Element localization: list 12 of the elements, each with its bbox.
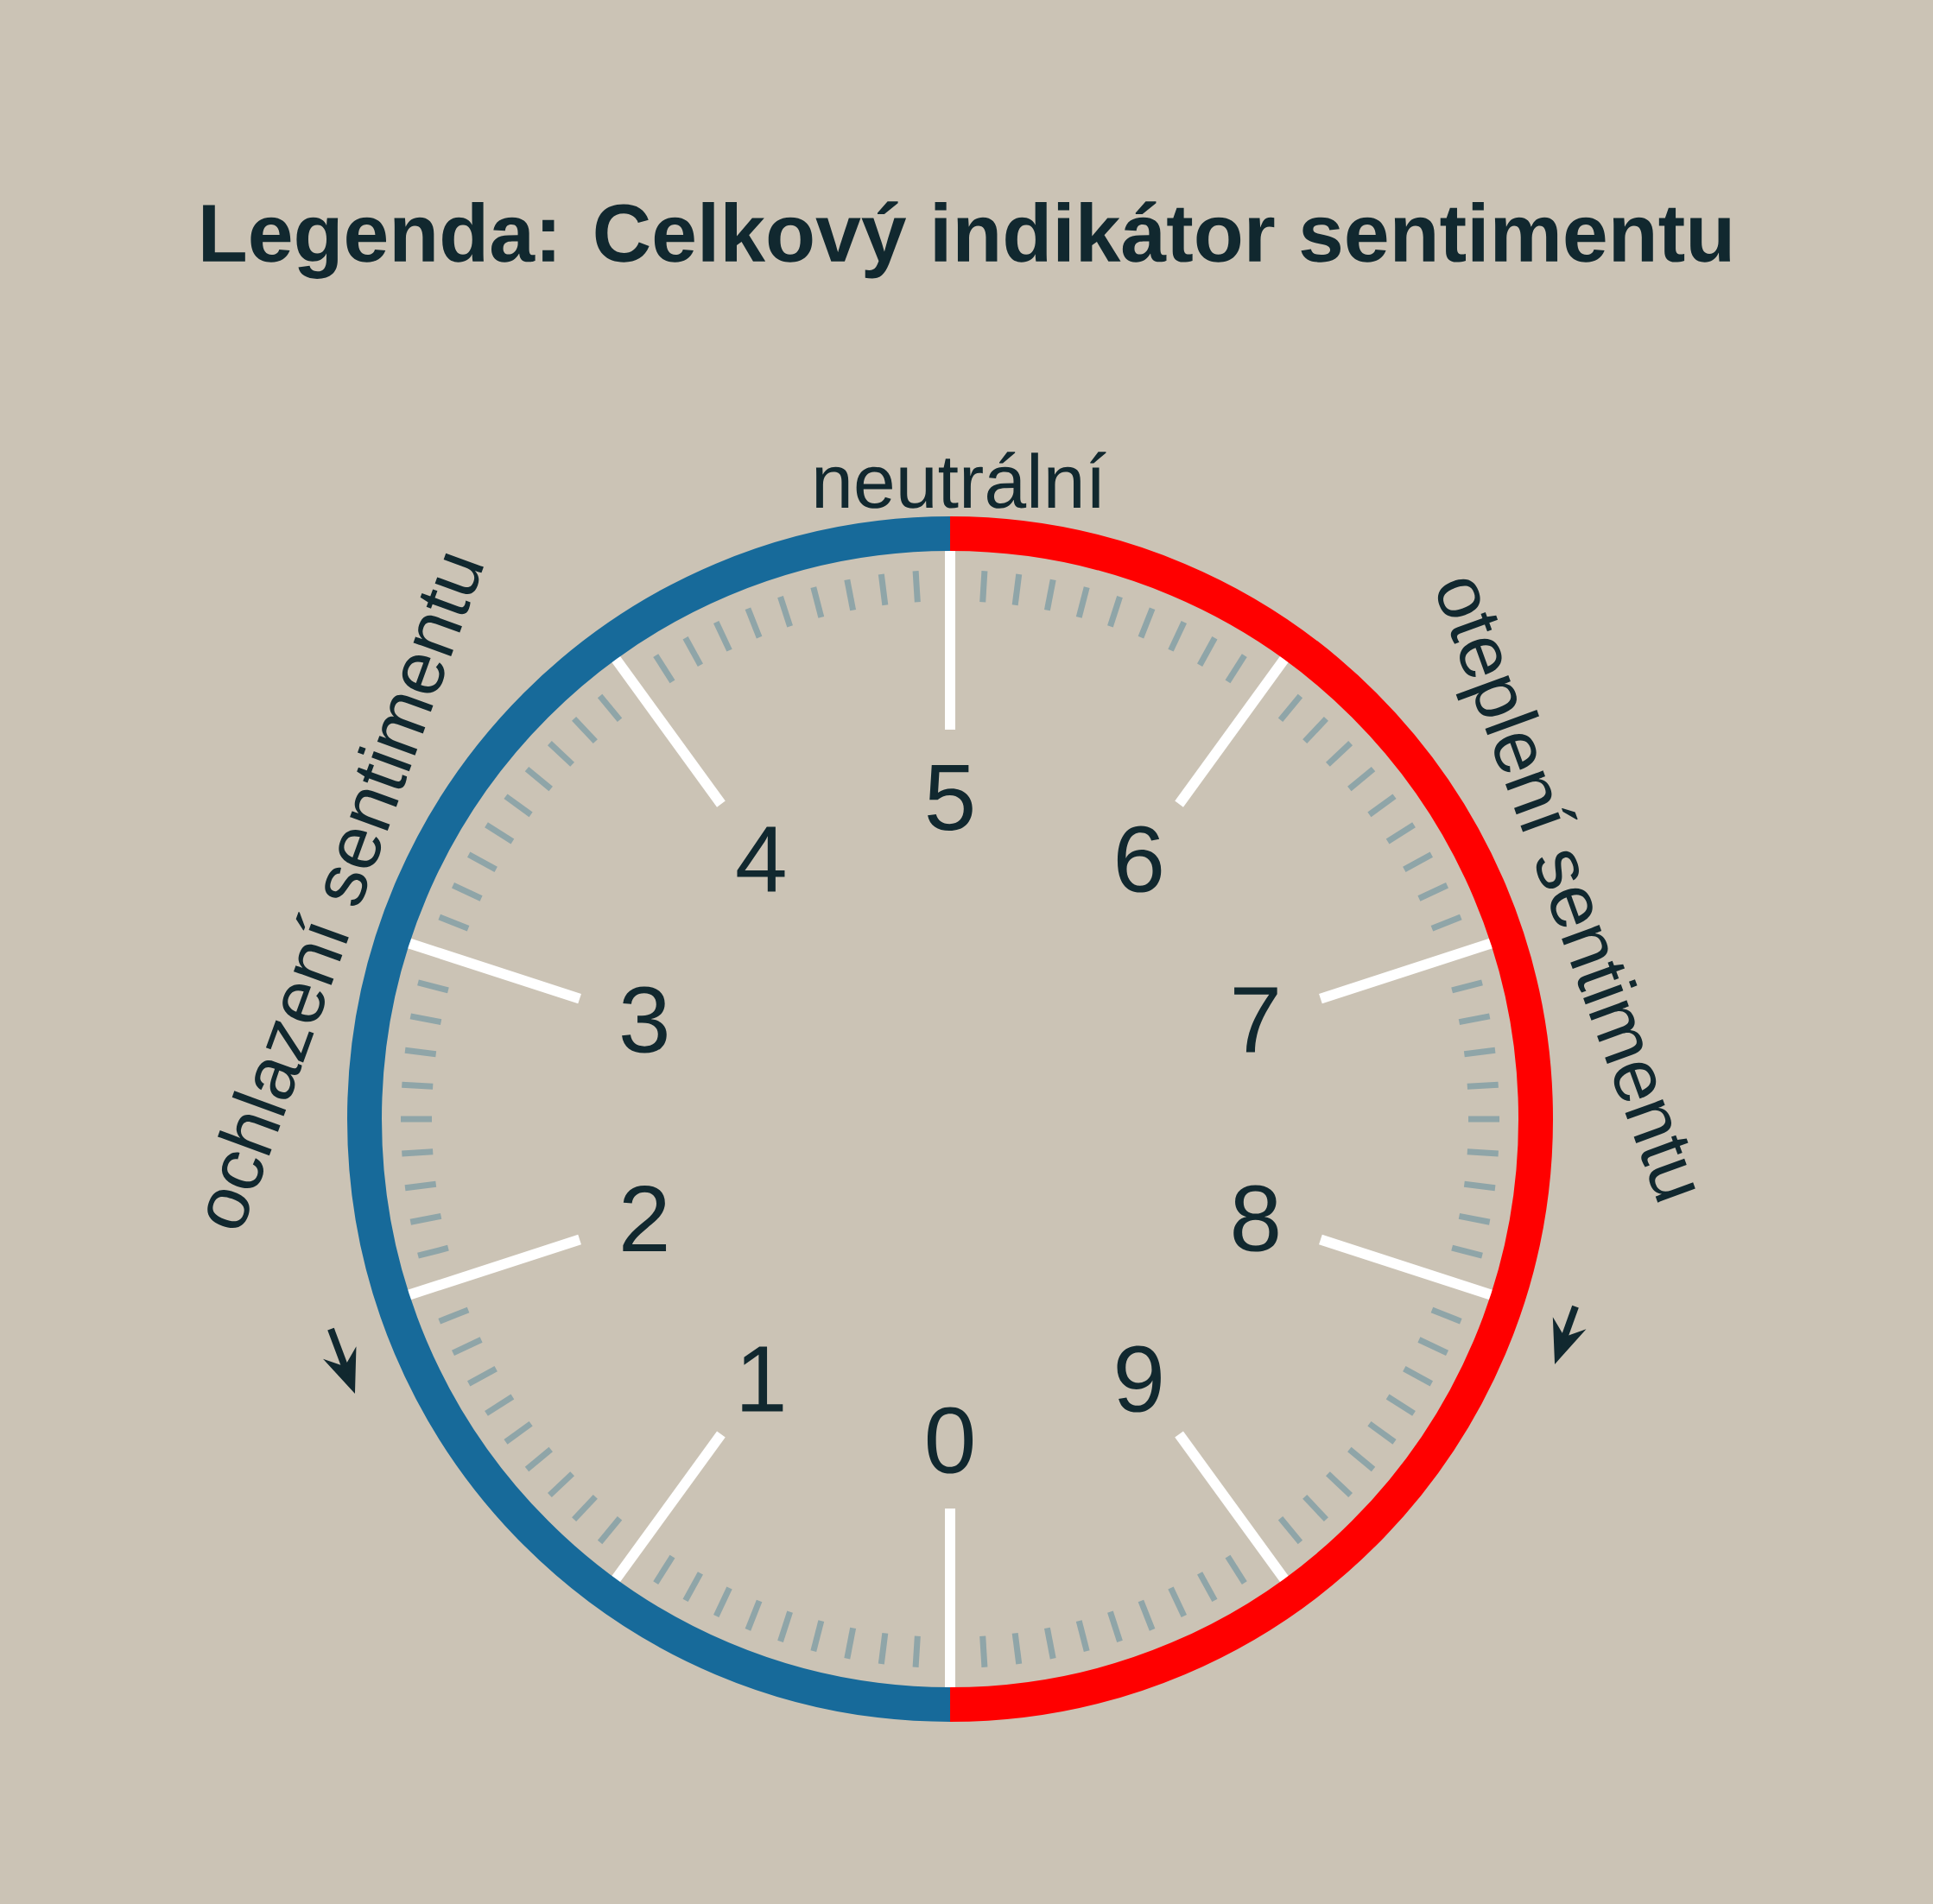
scale-number: 8 <box>1233 1185 1278 1252</box>
title: Legenda: Celkový indikátor sentimentu <box>203 201 1730 279</box>
scale-number: 3 <box>622 986 667 1053</box>
scale-number: 4 <box>737 826 785 892</box>
scale-number: 0 <box>927 1407 973 1474</box>
scale-number: 9 <box>1117 1345 1161 1413</box>
scale-number: 7 <box>1234 987 1277 1053</box>
scale-number: 6 <box>1117 825 1162 893</box>
scale-label: neutrální <box>815 452 1106 509</box>
scale-number: 2 <box>623 1186 667 1252</box>
scale-number: 5 <box>928 765 973 831</box>
scale-number: 1 <box>742 1346 783 1412</box>
